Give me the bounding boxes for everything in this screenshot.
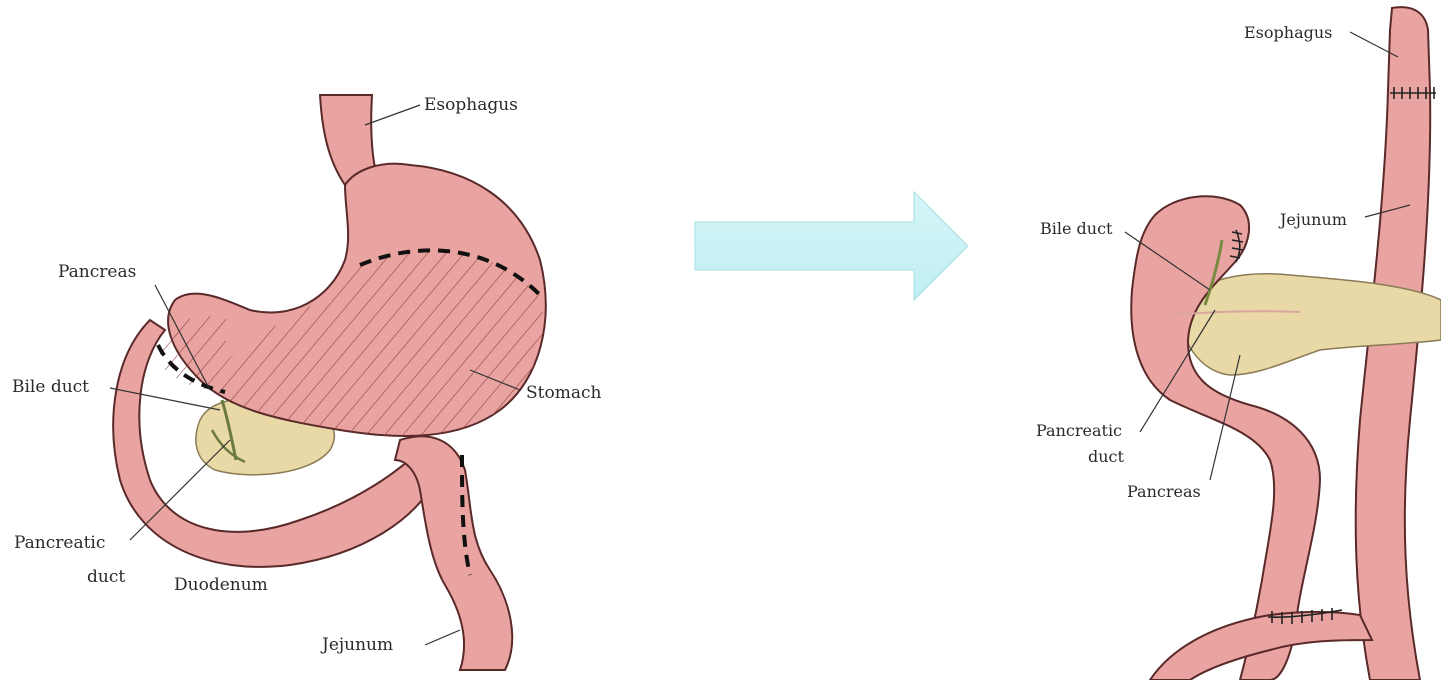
left-duodenum-label: Duodenum (174, 575, 268, 595)
left-esophagus-leader (365, 105, 420, 125)
right-pancreas-label: Pancreas (1127, 482, 1201, 501)
right-anatomy-figure: Esophagus Bile duct Jejunum Pancreatic d… (1036, 7, 1441, 680)
right-duodenum (1131, 196, 1320, 680)
right-bile-duct-label: Bile duct (1040, 219, 1113, 238)
right-pancreatic-duct-label-line1: Pancreatic (1036, 421, 1122, 440)
left-stomach-resection-area (210, 250, 543, 436)
right-pancreatic-duct-label-line2: duct (1088, 447, 1125, 466)
right-arrow-icon (695, 192, 968, 300)
left-jejunum (395, 436, 512, 670)
left-jejunum-leader (425, 630, 460, 645)
left-pancreatic-duct-label-line1: Pancreatic (14, 533, 105, 553)
right-esophagus-label: Esophagus (1244, 23, 1332, 42)
left-bile-duct-label: Bile duct (12, 377, 89, 397)
left-pancreas-label: Pancreas (58, 262, 136, 282)
left-esophagus-label: Esophagus (424, 95, 518, 115)
left-anatomy-figure: Esophagus Pancreas Bile duct Stomach Pan… (12, 95, 601, 670)
right-jejunum-label: Jejunum (1278, 210, 1347, 229)
left-pancreatic-duct-label-line2: duct (87, 567, 125, 587)
left-jejunum-label: Jejunum (320, 635, 393, 655)
left-stomach-label: Stomach (526, 383, 601, 403)
